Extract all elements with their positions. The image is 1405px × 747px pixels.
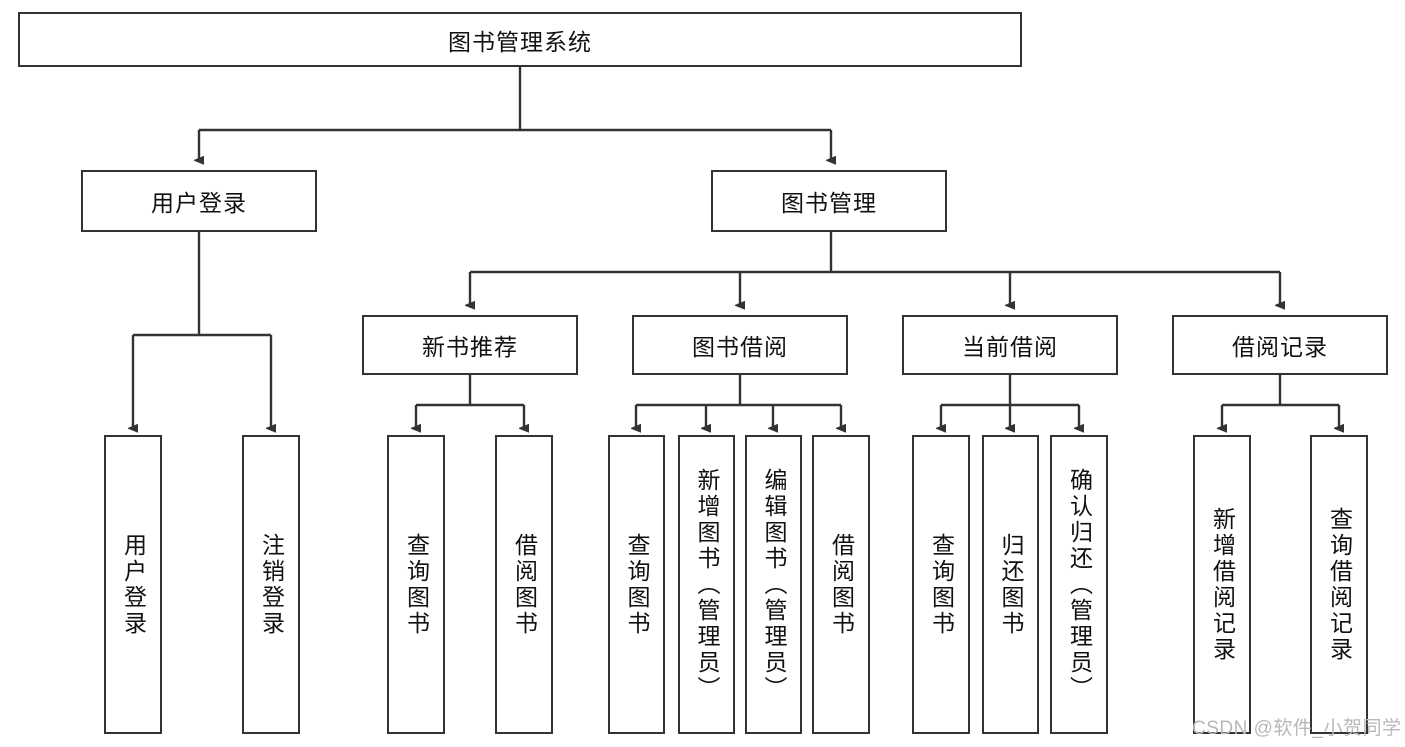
node-label: 借阅图书 [828, 532, 855, 637]
node-new-book-recommend[interactable]: 新书推荐 [362, 315, 578, 375]
node-label: 借阅图书 [511, 532, 538, 637]
node-label: 查询图书 [928, 532, 955, 637]
leaf-user-login-logout[interactable]: 注销登录 [242, 435, 300, 734]
node-borrow-record[interactable]: 借阅记录 [1172, 315, 1388, 375]
node-label: 当前借阅 [962, 334, 1058, 360]
leaf-record-add-record[interactable]: 新增借阅记录 [1193, 435, 1251, 734]
node-label: 确认归还（管理员） [1066, 467, 1093, 702]
csdn-watermark: CSDN @软件_小贺同学 [1192, 718, 1402, 739]
node-current-borrow[interactable]: 当前借阅 [902, 315, 1118, 375]
node-label: 图书管理系统 [448, 28, 592, 55]
node-label: 图书管理 [781, 190, 877, 216]
node-label: 查询图书 [624, 532, 650, 637]
leaf-new-book-query[interactable]: 查询图书 [387, 435, 445, 734]
leaf-record-query-record[interactable]: 查询借阅记录 [1310, 435, 1368, 734]
node-label: 新增借阅记录 [1209, 506, 1236, 663]
leaf-borrow-edit-book-admin[interactable]: 编辑图书（管理员） [745, 435, 802, 734]
node-root-book-management-system[interactable]: 图书管理系统 [18, 12, 1022, 67]
node-label: 图书借阅 [692, 334, 788, 360]
node-label: 借阅记录 [1232, 334, 1328, 360]
node-book-management[interactable]: 图书管理 [711, 170, 947, 232]
leaf-current-return-book[interactable]: 归还图书 [982, 435, 1039, 734]
leaf-new-book-borrow[interactable]: 借阅图书 [495, 435, 553, 734]
leaf-borrow-borrow-book[interactable]: 借阅图书 [812, 435, 870, 734]
node-user-login[interactable]: 用户登录 [81, 170, 317, 232]
node-label: 新书推荐 [422, 334, 518, 360]
node-label: 新增图书（管理员） [694, 467, 720, 702]
leaf-borrow-add-book-admin[interactable]: 新增图书（管理员） [678, 435, 735, 734]
node-label: 查询借阅记录 [1326, 506, 1353, 663]
leaf-user-login-login[interactable]: 用户登录 [104, 435, 162, 734]
node-label: 编辑图书（管理员） [761, 467, 787, 702]
node-label: 查询图书 [403, 532, 430, 637]
leaf-borrow-query-book[interactable]: 查询图书 [608, 435, 665, 734]
node-label: 归还图书 [998, 532, 1024, 637]
node-label: 注销登录 [258, 532, 285, 637]
leaf-current-confirm-return-admin[interactable]: 确认归还（管理员） [1050, 435, 1108, 734]
node-book-borrow[interactable]: 图书借阅 [632, 315, 848, 375]
node-label: 用户登录 [151, 190, 247, 216]
node-label: 用户登录 [120, 532, 147, 637]
leaf-current-query-book[interactable]: 查询图书 [912, 435, 970, 734]
